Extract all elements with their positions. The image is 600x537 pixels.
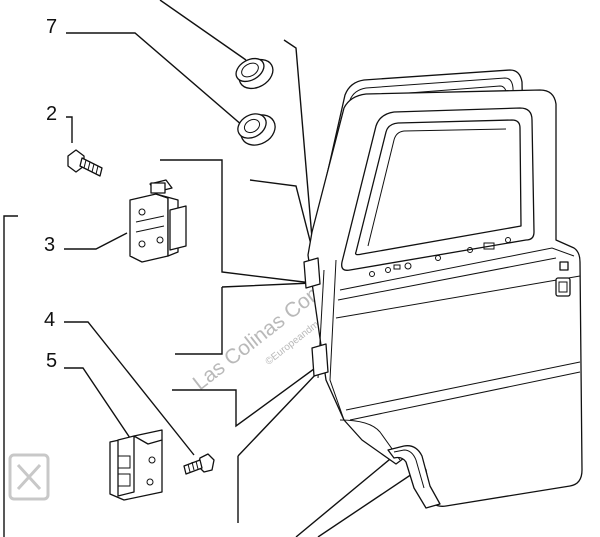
upper-hinge-bracket [160,159,313,355]
leader-3 [64,232,128,250]
lower-hinge-bracket [172,365,319,523]
door-upper-hinge-mount [303,257,321,289]
seal-leader-a [295,454,396,537]
grommet-lower [237,113,276,146]
door-window-glass [354,119,522,256]
bolt-upper [67,149,103,177]
beltline-holes [369,237,511,277]
group-bracket [3,215,18,537]
leader-lines [3,0,419,537]
lower-hinge [109,429,163,501]
leader-4 [64,321,195,456]
callout-7: 7 [46,16,57,38]
door-assembly [303,69,583,509]
bolt-lower [183,453,215,475]
door-bottom-seal [387,445,441,509]
door-handle [555,261,571,297]
frame-leader-2 [249,179,317,265]
leader-7 [66,32,251,133]
callout-2: 2 [46,103,57,125]
leader-7-upper [159,0,247,61]
callout-5: 5 [46,350,57,372]
door-lower-hinge-mount [311,343,329,377]
seal-leader-b [317,469,419,537]
watermark-logo-icon [8,453,50,501]
frame-leader [283,39,315,263]
callout-3: 3 [44,234,55,256]
leader-2 [66,116,73,143]
callout-4: 4 [44,309,55,331]
leader-5 [64,367,131,439]
upper-hinge [129,179,187,263]
grommet-upper [235,57,274,90]
